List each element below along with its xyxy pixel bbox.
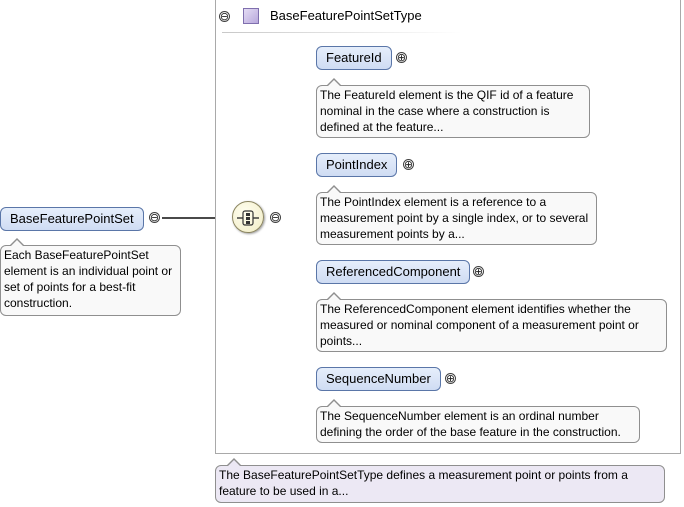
complex-type-icon xyxy=(243,8,259,24)
sequencenumber-annotation: The SequenceNumber element is an ordinal… xyxy=(316,406,640,443)
element-referencedcomponent[interactable]: ReferencedComponent xyxy=(316,260,471,284)
sequencenumber-annotation-text: The SequenceNumber element is an ordinal… xyxy=(320,409,621,439)
root-collapse-icon[interactable]: ⊖ xyxy=(149,211,160,224)
referencedcomponent-annotation-pointer-fill xyxy=(328,294,340,300)
sequencenumber-annotation-pointer-fill xyxy=(328,401,340,407)
pointindex-annotation: The PointIndex element is a reference to… xyxy=(316,192,597,245)
root-annotation-pointer-fill xyxy=(11,240,23,246)
featureid-annotation-pointer-fill xyxy=(328,80,340,86)
referencedcomponent-annotation-text: The ReferencedComponent element identifi… xyxy=(320,302,639,348)
featureid-expand-icon[interactable]: ⊕ xyxy=(396,51,407,64)
type-header-divider xyxy=(222,32,462,33)
compositor-collapse-icon[interactable]: ⊖ xyxy=(270,211,281,224)
type-title: BaseFeaturePointSetType xyxy=(270,8,422,23)
sequencenumber-expand-icon[interactable]: ⊕ xyxy=(445,372,456,385)
root-annotation-text: Each BaseFeaturePointSet element is an i… xyxy=(4,248,173,310)
element-featureid[interactable]: FeatureId xyxy=(316,46,392,70)
pointindex-annotation-pointer-fill xyxy=(328,187,340,193)
type-annotation-text: The BaseFeaturePointSetType defines a me… xyxy=(219,468,628,498)
sequence-compositor[interactable] xyxy=(232,201,264,233)
type-annotation-pointer-fill xyxy=(228,460,240,466)
root-element-box[interactable]: BaseFeaturePointSet xyxy=(0,207,144,231)
featureid-annotation: The FeatureId element is the QIF id of a… xyxy=(316,85,590,138)
featureid-annotation-text: The FeatureId element is the QIF id of a… xyxy=(320,88,574,134)
pointindex-annotation-text: The PointIndex element is a reference to… xyxy=(320,195,589,241)
sequence-compositor-icon xyxy=(237,210,259,226)
element-pointindex[interactable]: PointIndex xyxy=(316,153,398,177)
referencedcomponent-annotation: The ReferencedComponent element identifi… xyxy=(316,299,667,352)
root-annotation: Each BaseFeaturePointSet element is an i… xyxy=(0,245,181,316)
type-collapse-icon[interactable]: ⊖ xyxy=(219,10,230,23)
type-annotation: The BaseFeaturePointSetType defines a me… xyxy=(215,465,665,503)
referencedcomponent-expand-icon[interactable]: ⊕ xyxy=(473,265,484,278)
element-sequencenumber[interactable]: SequenceNumber xyxy=(316,367,441,391)
pointindex-expand-icon[interactable]: ⊕ xyxy=(403,158,414,171)
